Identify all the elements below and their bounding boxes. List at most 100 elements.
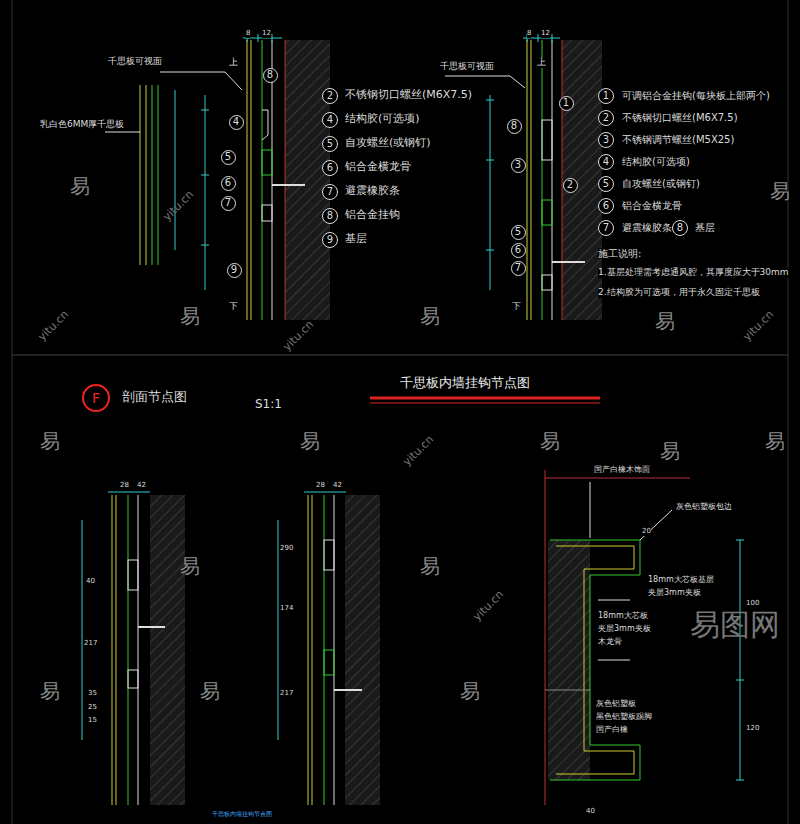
callout-number: 2 [603,113,609,123]
drawing-label: 217 [84,640,97,648]
watermark: 易 [180,305,200,327]
callout-number: 7 [327,187,333,197]
drawing-label: 不锈钢调节螺丝(M5X25) [622,134,734,145]
callout-circle: 8 [672,220,688,236]
drawing-label: 2.结构胶为可选项，用于永久固定千思板 [598,288,760,298]
drawing-label: 28 [316,482,325,490]
callout-number: 3 [603,135,609,145]
drawing-label: 国产白橡 [596,726,628,735]
callout-circle: 7 [322,184,338,200]
watermark: 易 [40,680,60,702]
callout-circle: 2 [322,88,338,104]
watermark: 易 [460,680,480,702]
watermark: 易 [660,440,680,462]
watermark: 易 [180,555,200,577]
drawing-label: 灰色铝塑板 [596,700,636,709]
callout-number: 7 [515,263,521,273]
drawing-label: 铝合金挂钩 [345,209,400,221]
watermark: 易图网 [690,608,780,641]
watermark: 易 [40,430,60,452]
drawing-label: 千思板可视面 [440,62,494,72]
callout-number: 8 [511,121,517,131]
drawing-label: 自攻螺丝(或钢钉) [622,178,700,189]
drawing-label: 8 [246,30,250,38]
watermark: yitu.cn [471,589,506,624]
drawing-label: 40 [586,808,595,816]
watermark: yitu.cn [741,309,776,344]
callout-circle: 4 [598,154,614,170]
callout-circle: 8 [507,119,522,134]
drawing-title: 千思板内墙挂钩节点图 [400,376,530,390]
callout-circle: 2 [563,178,578,193]
callout-circle: 5 [322,136,338,152]
watermark: 易 [765,430,785,452]
watermark: yitu.cn [161,189,196,224]
drawing-label: 木龙骨 [598,638,622,647]
drawing-label: 290 [280,545,293,553]
drawing-label: 铝合金横龙骨 [622,200,682,211]
callout-number: 5 [327,139,333,149]
drawing-label: 结构胶(可选项) [622,156,690,167]
drawing-label: 铝合金横龙骨 [345,161,411,173]
drawing-label: 20 [642,528,651,536]
drawing-label: 100 [746,600,759,608]
watermark: 易 [655,310,675,332]
callout-circle: 5 [221,150,236,165]
callout-number: 8 [267,70,273,80]
drawing-label: 40 [86,578,95,586]
drawing-label: 35 [88,690,97,698]
callout-number: 9 [327,235,333,245]
callout-circle: 4 [322,112,338,128]
drawing-label: 国产白橡木饰面 [594,466,650,475]
callout-circle: 6 [511,243,526,258]
drawing-label: 基层 [345,233,367,245]
watermark: yitu.cn [281,319,316,354]
callout-number: 5 [225,152,231,162]
drawing-label: 不锈钢切口螺丝(M6X7.5) [622,112,738,123]
callout-number: 1 [603,91,609,101]
callout-circle: 6 [598,198,614,214]
drawing-label: 千思板内墙挂钩节点图 [212,811,272,818]
drawing-label: 基层 [695,222,715,233]
watermark: 易 [300,430,320,452]
callout-number: 4 [327,115,333,125]
drawing-label: 施工说明: [598,248,641,259]
drawing-label: 217 [280,690,293,698]
drawing-label: 15 [88,717,97,725]
drawing-label: 夹层3mm夹板 [648,589,701,598]
callout-circle: 1 [598,88,614,104]
callout-number: 2 [327,91,333,101]
drawing-label: 1.基层处理需考虑通风腔，其厚度应大于30mm [598,268,789,278]
drawing-label: 12 [262,30,271,38]
drawing-label: 174 [280,605,293,613]
callout-number: 6 [603,201,609,211]
drawing-label: 黑色铝塑板踢脚 [596,713,652,722]
callout-number: 8 [327,211,333,221]
callout-circle: 7 [511,261,526,276]
callout-circle: 6 [221,176,236,191]
drawing-label: 42 [137,482,146,490]
callout-number: 9 [231,265,237,275]
callout-number: 1 [563,98,569,108]
drawing-label: 28 [120,482,129,490]
callout-circle: 7 [598,220,614,236]
drawing-label: 可调铝合金挂钩(每块板上部两个) [622,90,770,101]
drawing-label: 剖面节点图 [122,390,187,404]
drawing-label: 避震橡胶条 [622,222,672,233]
callout-circle: 2 [598,110,614,126]
drawing-label: 自攻螺丝(或钢钉) [345,137,431,149]
callout-number: F [92,391,100,405]
drawing-label: 乳白色6MM厚千思板 [40,120,124,130]
callout-number: 7 [225,198,231,208]
callout-number: 3 [515,160,521,170]
watermark: 易 [420,555,440,577]
callout-circle: 5 [598,176,614,192]
drawing-label: 结构胶(可选项) [345,113,420,125]
drawing-label: 上 [229,58,238,68]
callout-circle: 3 [598,132,614,148]
drawing-label: 42 [333,482,342,490]
callout-circle: 8 [322,208,338,224]
drawing-label: 上 [537,58,546,68]
callout-circle: 3 [511,158,526,173]
drawing-label: 下 [229,302,238,312]
